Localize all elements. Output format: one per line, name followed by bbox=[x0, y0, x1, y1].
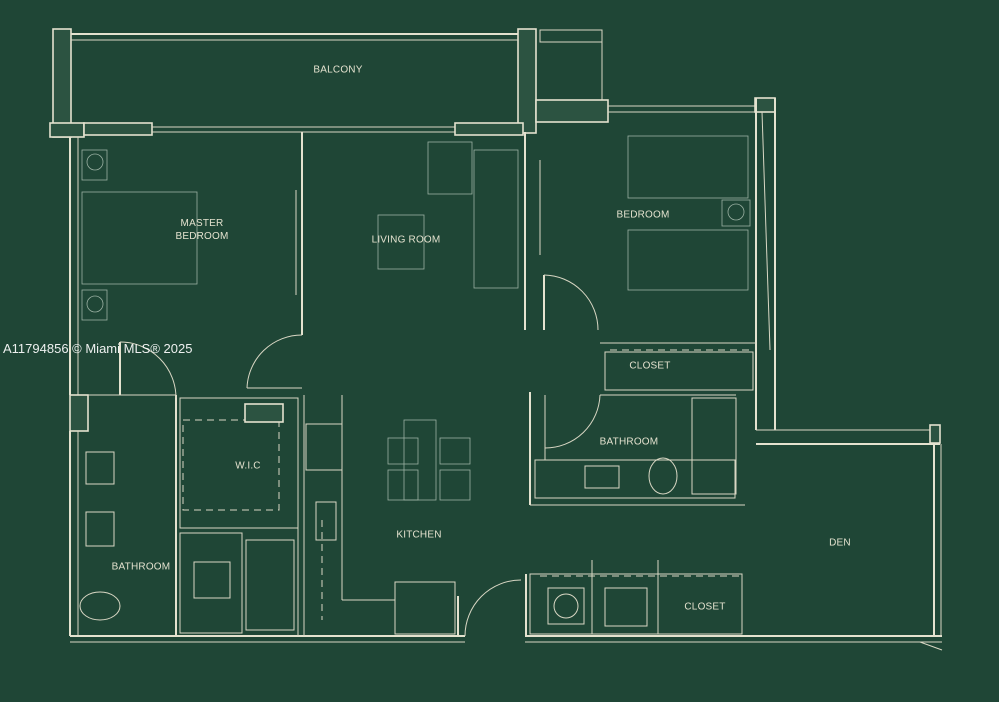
balcony-outline bbox=[52, 28, 603, 138]
room-label-living-room: LIVING ROOM bbox=[371, 234, 441, 246]
room-label-closet-lower: CLOSET bbox=[684, 601, 726, 613]
room-label-kitchen: KITCHEN bbox=[396, 529, 442, 541]
mls-watermark: A11794856 © Miami MLS® 2025 bbox=[3, 341, 193, 356]
room-label-closet-upper: CLOSET bbox=[629, 360, 671, 372]
room-label-bathroom-left: BATHROOM bbox=[111, 561, 171, 573]
door-swings bbox=[119, 274, 601, 637]
room-label-bathroom-right: BATHROOM bbox=[599, 436, 659, 448]
room-label-bedroom: BEDROOM bbox=[616, 209, 670, 221]
furniture bbox=[79, 135, 751, 627]
room-label-wic: W.I.C bbox=[235, 460, 261, 472]
room-label-den: DEN bbox=[829, 537, 851, 549]
room-label-balcony: BALCONY bbox=[313, 64, 363, 76]
exterior-walls bbox=[49, 97, 943, 651]
room-label-master-bedroom: MASTER BEDROOM bbox=[175, 218, 229, 242]
interior-walls bbox=[88, 132, 756, 636]
